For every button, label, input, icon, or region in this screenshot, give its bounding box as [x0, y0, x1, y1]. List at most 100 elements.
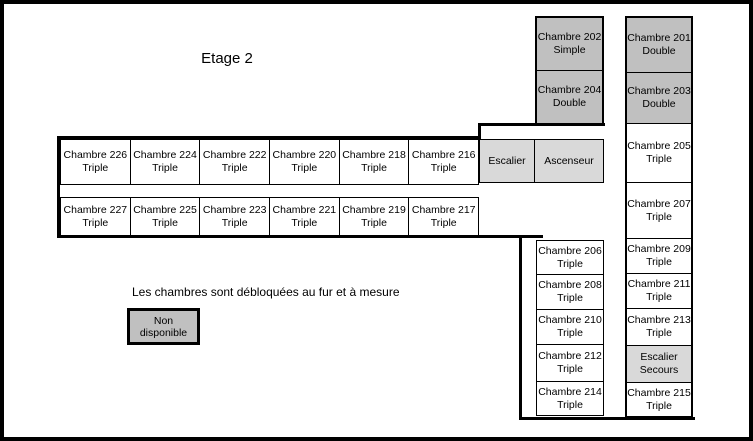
room-number: Chambre 225 [133, 203, 197, 216]
room-number: Chambre 201 [627, 32, 691, 44]
legend-unavailable-label: Non disponible [139, 314, 188, 339]
room-203: Chambre 203 Double [627, 73, 691, 124]
room-216: Chambre 216 Triple [408, 139, 480, 185]
room-type: Triple [646, 399, 672, 412]
room-column-206-214: Chambre 206 Triple Chambre 208 Triple Ch… [536, 240, 604, 416]
room-201: Chambre 201 Double [627, 18, 691, 73]
room-number: Chambre 207 [627, 197, 691, 210]
stairs-cell: Escalier [479, 139, 535, 183]
room-number: Chambre 212 [538, 350, 602, 362]
room-214: Chambre 214 Triple [537, 382, 603, 415]
room-type: Triple [557, 363, 583, 375]
room-type: Double [642, 98, 676, 110]
room-213: Chambre 213 Triple [627, 309, 691, 346]
room-number: Chambre 226 [63, 149, 128, 161]
room-type: Triple [291, 162, 318, 174]
building-outline-segment [478, 123, 481, 140]
legend-unavailable: Non disponible [127, 308, 200, 345]
room-number: Chambre 208 [538, 279, 602, 291]
room-number: Chambre 219 [342, 203, 406, 216]
room-220: Chambre 220 Triple [269, 139, 340, 185]
room-208: Chambre 208 Triple [537, 275, 603, 310]
room-type: Triple [152, 216, 178, 229]
room-number: Chambre 220 [272, 149, 337, 161]
room-type: Triple [361, 216, 387, 229]
room-number: Chambre 213 [627, 314, 691, 326]
room-number: Chambre 202 [537, 31, 602, 43]
room-number: Chambre 216 [411, 149, 476, 161]
room-number: Chambre 217 [411, 203, 476, 216]
room-number: Chambre 227 [63, 203, 128, 216]
room-type: Triple [82, 162, 109, 174]
room-number: Chambre 206 [538, 244, 602, 257]
room-type: Simple [553, 44, 586, 56]
stairs-label: Escalier [488, 154, 526, 167]
room-number: Chambre 218 [342, 149, 406, 161]
room-207: Chambre 207 Triple [627, 183, 691, 239]
room-219: Chambre 219 Triple [338, 197, 410, 236]
room-type: Triple [646, 153, 672, 165]
room-221: Chambre 221 Triple [269, 197, 340, 236]
room-type: Triple [646, 256, 672, 268]
room-type: Triple [557, 398, 583, 411]
room-type: Triple [221, 162, 248, 174]
room-number: Chambre 221 [272, 203, 337, 216]
room-type: Triple [361, 162, 387, 174]
room-218: Chambre 218 Triple [338, 139, 410, 185]
service-row: Escalier Ascenseur [479, 139, 604, 183]
room-type: Triple [557, 292, 583, 304]
room-row-bottom: Chambre 227 Triple Chambre 225 Triple Ch… [60, 197, 480, 236]
elevator-cell: Ascenseur [534, 139, 604, 183]
room-type: Triple [557, 257, 583, 270]
room-type: Double [642, 45, 676, 57]
room-209: Chambre 209 Triple [627, 239, 691, 274]
room-number: Chambre 224 [133, 149, 197, 161]
room-type: Triple [646, 210, 672, 223]
building-outline-segment [57, 136, 60, 238]
room-225: Chambre 225 Triple [129, 197, 201, 236]
room-210: Chambre 210 Triple [537, 310, 603, 345]
elevator-label: Ascenseur [544, 154, 594, 167]
room-211: Chambre 211 Triple [627, 274, 691, 309]
room-row-top: Chambre 226 Triple Chambre 224 Triple Ch… [60, 139, 480, 185]
room-204: Chambre 204 Double [537, 71, 602, 123]
room-type: Triple [152, 162, 178, 174]
room-205: Chambre 205 Triple [627, 124, 691, 183]
room-number: Chambre 223 [202, 203, 267, 216]
room-217: Chambre 217 Triple [408, 197, 480, 236]
building-outline-segment [57, 136, 481, 139]
room-222: Chambre 222 Triple [199, 139, 271, 185]
room-type: Triple [82, 216, 109, 229]
room-202: Chambre 202 Simple [537, 18, 602, 71]
building-outline-segment [519, 237, 522, 420]
room-212: Chambre 212 Triple [537, 345, 603, 382]
room-type: Triple [221, 216, 248, 229]
room-224: Chambre 224 Triple [129, 139, 201, 185]
building-outline-segment [519, 417, 695, 420]
room-type: Triple [430, 216, 457, 229]
emergency-stairs-cell: Escalier Secours [627, 346, 691, 383]
room-226: Chambre 226 Triple [60, 139, 131, 185]
room-215: Chambre 215 Triple [627, 383, 691, 416]
room-column-201-215: Chambre 201 Double Chambre 203 Double Ch… [625, 16, 693, 418]
room-223: Chambre 223 Triple [199, 197, 271, 236]
room-227: Chambre 227 Triple [60, 197, 131, 236]
room-number: Chambre 211 [627, 278, 691, 290]
room-number: Chambre 204 [537, 84, 602, 96]
room-type: Triple [291, 216, 318, 229]
floor-title: Etage 2 [201, 50, 253, 67]
room-206: Chambre 206 Triple [537, 241, 603, 275]
room-type: Double [552, 97, 587, 109]
room-number: Chambre 203 [627, 85, 691, 97]
emergency-stairs-label-line1: Escalier [640, 351, 678, 363]
room-number: Chambre 222 [202, 149, 267, 161]
room-number: Chambre 214 [538, 385, 602, 398]
room-number: Chambre 215 [627, 386, 691, 399]
room-number: Chambre 205 [627, 140, 691, 152]
emergency-stairs-label-line2: Secours [639, 364, 679, 376]
room-column-202-204: Chambre 202 Simple Chambre 204 Double [535, 16, 604, 125]
room-number: Chambre 209 [627, 243, 691, 255]
room-number: Chambre 210 [538, 314, 602, 326]
room-type: Triple [646, 291, 672, 303]
